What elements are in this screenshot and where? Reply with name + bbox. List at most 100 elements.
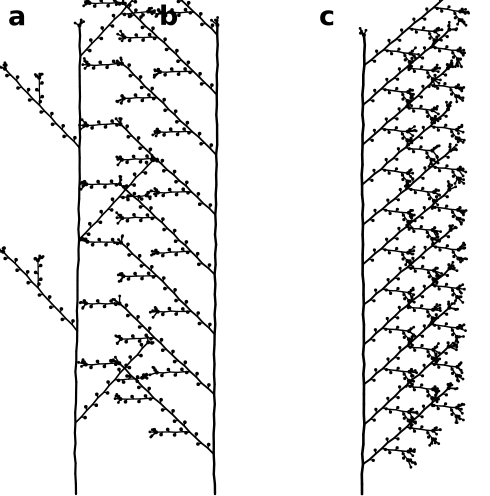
leaf-cluster xyxy=(406,144,409,147)
leaf-cluster xyxy=(372,339,375,342)
leaf-cluster xyxy=(161,194,165,198)
branch-segment xyxy=(447,9,454,11)
leaf-cluster xyxy=(137,195,141,199)
leaf-cluster xyxy=(79,128,82,131)
leaf-cluster xyxy=(90,126,94,130)
branch-segment xyxy=(106,363,113,364)
leaf-cluster xyxy=(412,249,415,252)
leaf-cluster xyxy=(414,422,417,425)
leaf-cluster xyxy=(133,192,137,196)
leaf-cluster xyxy=(423,46,426,49)
branch-segment xyxy=(176,432,183,433)
leaf-cluster xyxy=(413,349,416,352)
leaf-cluster xyxy=(385,158,388,161)
leaf-cluster xyxy=(440,10,443,13)
leaf-cluster xyxy=(413,55,416,58)
leaf-cluster xyxy=(211,23,215,27)
leaf-cluster xyxy=(371,259,374,262)
leaf-cluster xyxy=(397,147,400,150)
leaf-cluster xyxy=(395,117,398,120)
leaf-cluster xyxy=(123,35,127,39)
leaf-cluster xyxy=(111,24,115,28)
leaf-cluster xyxy=(435,107,438,110)
leaf-cluster xyxy=(447,306,451,310)
branch-segment xyxy=(421,191,428,192)
branch-segment xyxy=(164,372,171,373)
branch-segment xyxy=(440,0,446,2)
leaf-cluster xyxy=(370,179,373,182)
leaf-cluster xyxy=(413,125,416,128)
branch-segment xyxy=(444,128,451,130)
leaf-cluster xyxy=(119,176,122,179)
leaf-cluster xyxy=(401,98,404,101)
leaf-cluster xyxy=(420,95,423,98)
leaf-cluster xyxy=(152,316,155,319)
leaf-cluster xyxy=(87,232,91,236)
leaf-cluster xyxy=(78,124,81,127)
leaf-cluster xyxy=(387,278,390,281)
branch-segment xyxy=(439,247,446,248)
leaf-cluster xyxy=(460,292,463,295)
leaf-cluster xyxy=(388,451,391,454)
branch-segment xyxy=(444,406,451,407)
leaf-cluster xyxy=(175,120,179,124)
leaf-cluster xyxy=(449,143,452,146)
branch-segment xyxy=(440,8,447,9)
leaf-cluster xyxy=(216,16,219,19)
leaf-cluster xyxy=(41,95,45,99)
leaf-cluster xyxy=(459,362,462,365)
leaf-cluster xyxy=(436,87,439,90)
branch-segment xyxy=(80,36,81,46)
leaf-cluster xyxy=(164,14,168,18)
leaf-cluster xyxy=(39,110,43,114)
leaf-cluster xyxy=(125,124,129,128)
branch-segment xyxy=(102,209,108,215)
leaf-cluster xyxy=(438,169,441,172)
leaf-cluster xyxy=(456,168,460,172)
branch-segment xyxy=(144,97,151,98)
leaf-cluster xyxy=(403,336,406,339)
leaf-cluster xyxy=(373,248,376,251)
leaf-cluster xyxy=(360,30,363,33)
leaf-cluster xyxy=(174,373,178,377)
branch-segment xyxy=(179,240,185,245)
leaf-cluster xyxy=(435,230,438,233)
leaf-cluster xyxy=(146,10,150,14)
leaf-cluster xyxy=(388,172,391,175)
leaf-cluster xyxy=(431,277,435,281)
branch-segment xyxy=(95,65,102,66)
leaf-cluster xyxy=(405,138,409,142)
leaf-cluster xyxy=(462,378,465,381)
plant-c xyxy=(359,0,470,494)
branch-segment xyxy=(75,362,76,372)
leaf-cluster xyxy=(406,106,409,109)
branch-segment xyxy=(172,414,178,420)
leaf-cluster xyxy=(386,357,389,360)
leaf-cluster xyxy=(89,38,93,42)
branch-segment xyxy=(131,375,137,380)
leaf-cluster xyxy=(133,172,137,176)
leaf-cluster xyxy=(139,75,143,79)
leaf-cluster xyxy=(90,185,94,189)
leaf-cluster xyxy=(420,65,423,68)
leaf-cluster xyxy=(456,23,459,26)
leaf-cluster xyxy=(407,337,411,341)
leaf-cluster xyxy=(121,274,125,278)
leaf-cluster xyxy=(148,33,152,37)
branch-segment xyxy=(193,132,199,137)
leaf-cluster xyxy=(408,68,411,71)
leaf-cluster xyxy=(149,373,152,376)
leaf-cluster xyxy=(456,57,460,61)
leaf-cluster xyxy=(413,70,416,73)
branch-segment xyxy=(408,23,414,29)
leaf-cluster xyxy=(438,49,441,52)
branch-segment xyxy=(203,203,209,208)
leaf-cluster xyxy=(397,227,400,230)
leaf-cluster xyxy=(99,221,103,225)
branch-segment xyxy=(80,107,81,117)
branch-segment xyxy=(205,143,211,149)
leaf-cluster xyxy=(198,202,202,206)
leaf-cluster xyxy=(431,404,434,407)
leaf-cluster xyxy=(405,187,408,190)
leaf-cluster xyxy=(438,194,441,197)
